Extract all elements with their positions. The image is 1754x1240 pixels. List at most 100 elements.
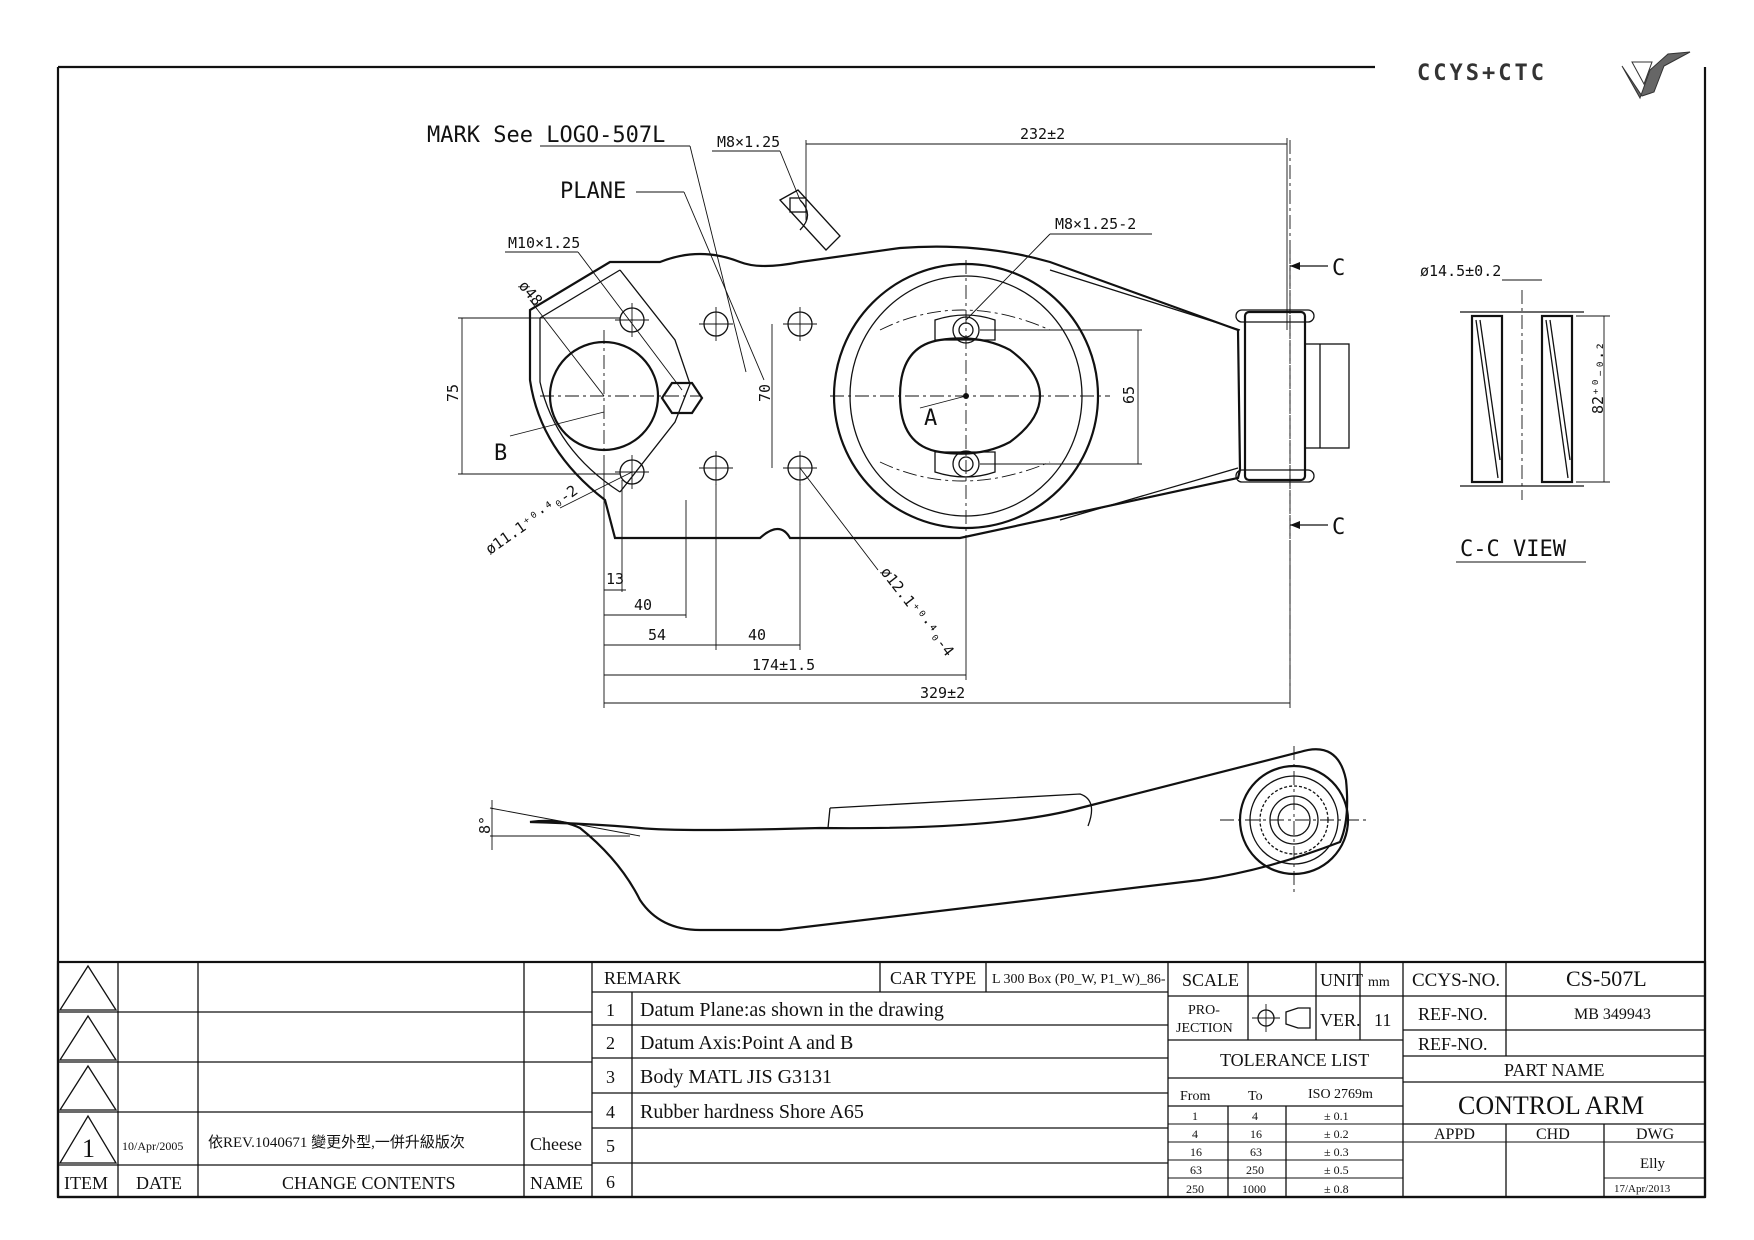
part-name-value: CONTROL ARM [1458, 1091, 1644, 1120]
tol-to-3: 63 [1250, 1145, 1262, 1159]
company-logo: CCYS+CTC [1417, 51, 1691, 100]
remarks-table: REMARK CAR TYPE L 300 Box (P0_W, P1_W)_8… [592, 962, 1169, 1197]
remark-text-1: Datum Plane:as shown in the drawing [640, 999, 944, 1021]
plane-label: PLANE [560, 179, 626, 204]
dim-40b: 40 [748, 626, 766, 644]
car-type-label: CAR TYPE [890, 968, 976, 988]
hole-left-label: ø11.1⁺⁰·⁴₀-2 [482, 481, 581, 558]
ref-no-label-1: REF-NO. [1418, 1004, 1488, 1024]
projection-label-1: PRO- [1188, 1003, 1220, 1018]
dwg-value: Elly [1640, 1156, 1665, 1172]
section-c-top-label: C [1332, 256, 1345, 281]
tol-from-1: 1 [1192, 1109, 1198, 1123]
rev-header-name: NAME [530, 1173, 583, 1193]
ccys-no-label: CCYS-NO. [1412, 970, 1500, 991]
dim-174: 174±1.5 [752, 656, 815, 674]
rev-header-item: ITEM [64, 1173, 108, 1193]
tol-from-5: 250 [1186, 1182, 1204, 1196]
top-view [528, 189, 1350, 540]
remark-no-3: 3 [606, 1067, 615, 1087]
part-info-block: CCYS-NO. CS-507L REF-NO. MB 349943 REF-N… [1403, 962, 1705, 1197]
chd-label: CHD [1536, 1126, 1570, 1143]
ref-no-label-2: REF-NO. [1418, 1034, 1488, 1054]
remark-text-4: Rubber hardness Shore A65 [640, 1101, 864, 1123]
dwg-label: DWG [1636, 1126, 1675, 1143]
tol-header-iso: ISO 2769m [1308, 1087, 1373, 1102]
dim-75: 75 [444, 384, 462, 402]
rev-item-4: 1 [82, 1134, 95, 1163]
remark-no-2: 2 [606, 1033, 615, 1053]
projection-symbol-icon [1252, 1004, 1311, 1032]
rev-header-contents: CHANGE CONTENTS [282, 1173, 456, 1193]
dim-70: 70 [756, 384, 774, 402]
tol-from-3: 16 [1190, 1145, 1202, 1159]
tol-value-5: ± 0.8 [1324, 1182, 1349, 1196]
thread-center-label: M8×1.25-2 [1055, 215, 1136, 233]
scale-label: SCALE [1182, 970, 1239, 990]
ccys-no-value: CS-507L [1566, 966, 1647, 991]
ref-no-value-1: MB 349943 [1574, 1006, 1651, 1023]
dim-232: 232±2 [1020, 125, 1065, 143]
tol-to-5: 1000 [1242, 1182, 1266, 1196]
side-view: 8° [476, 746, 1368, 932]
part-name-label: PART NAME [1504, 1060, 1604, 1080]
unit-label: UNIT [1320, 970, 1363, 990]
thread-top-label: M8×1.25 [717, 133, 780, 151]
logo-text: CCYS+CTC [1417, 61, 1547, 86]
remark-text-3: Body MATL JIS G3131 [640, 1066, 832, 1088]
mount-holes [615, 303, 817, 489]
dwg-date: 17/Apr/2013 [1614, 1183, 1671, 1195]
top-view-dimensions: 232±2 75 70 65 13 40 54 40 174±1.5 [444, 125, 1291, 708]
ver-label: VER. [1320, 1010, 1361, 1030]
dim-40a: 40 [634, 596, 652, 614]
tol-to-2: 16 [1250, 1127, 1262, 1141]
angle-label: 8° [476, 816, 494, 834]
rev-name-4: Cheese [530, 1134, 582, 1154]
tol-header-from: From [1180, 1089, 1210, 1104]
section-c-bottom-label: C [1332, 515, 1345, 540]
remark-no-6: 6 [606, 1172, 615, 1192]
bushing-len-label: 82⁺⁰₋₀.₂ [1589, 342, 1607, 414]
tol-to-1: 4 [1252, 1109, 1258, 1123]
dia48-label: ø48 [515, 277, 546, 309]
point-a-label: A [924, 406, 937, 431]
ver-value: 11 [1374, 1010, 1391, 1030]
tol-value-1: ± 0.1 [1324, 1109, 1349, 1123]
remark-no-5: 5 [606, 1136, 615, 1156]
dim-329: 329±2 [920, 684, 965, 702]
cc-view-label: C-C VIEW [1460, 537, 1567, 562]
unit-value: mm [1368, 975, 1390, 990]
section-line-cc: C C [1289, 140, 1345, 700]
tolerance-title: TOLERANCE LIST [1220, 1050, 1369, 1070]
rev-contents-4: 依REV.1040671 變更外型,一併升級版次 [208, 1134, 465, 1151]
dim-13: 13 [606, 570, 624, 588]
projection-label-2: JECTION [1176, 1021, 1233, 1036]
tol-from-2: 4 [1192, 1127, 1198, 1141]
bushing-dia-label: ø14.5±0.2 [1420, 262, 1501, 280]
revision-table: 1 10/Apr/2005 依REV.1040671 變更外型,一併升級版次 C… [58, 962, 593, 1197]
remark-no-1: 1 [606, 1000, 615, 1020]
rev-header-date: DATE [136, 1173, 182, 1193]
tol-from-4: 63 [1190, 1163, 1202, 1177]
tol-value-3: ± 0.3 [1324, 1145, 1349, 1159]
tol-value-4: ± 0.5 [1324, 1163, 1349, 1177]
tol-header-to: To [1248, 1089, 1263, 1104]
remark-text-2: Datum Axis:Point A and B [640, 1032, 853, 1054]
rev-date-4: 10/Apr/2005 [122, 1139, 183, 1153]
mark-label: MARK See LOGO-507L [427, 123, 665, 148]
appd-label: APPD [1434, 1126, 1475, 1143]
remark-header: REMARK [604, 968, 681, 988]
tol-to-4: 250 [1246, 1163, 1264, 1177]
dim-65: 65 [1120, 386, 1138, 404]
thread-left-label: M10×1.25 [508, 234, 580, 252]
cc-view: ø14.5±0.2 82⁺⁰₋₀.₂ C-C VIEW [1420, 262, 1610, 563]
tol-value-2: ± 0.2 [1324, 1127, 1349, 1141]
remark-no-4: 4 [606, 1102, 615, 1122]
car-type-value: L 300 Box (P0_W, P1_W)_86- [992, 972, 1166, 987]
sheet-frame [56, 65, 1707, 1199]
title-block: 1 10/Apr/2005 依REV.1040671 變更外型,一併升級版次 C… [56, 960, 1707, 1199]
dim-54: 54 [648, 626, 666, 644]
scale-tolerance-block: SCALE UNIT mm PRO- JECTION VER. 11 TOLER… [1168, 962, 1404, 1197]
hole-right-label: ø12.1⁺⁰·⁴₀-4 [877, 563, 958, 659]
